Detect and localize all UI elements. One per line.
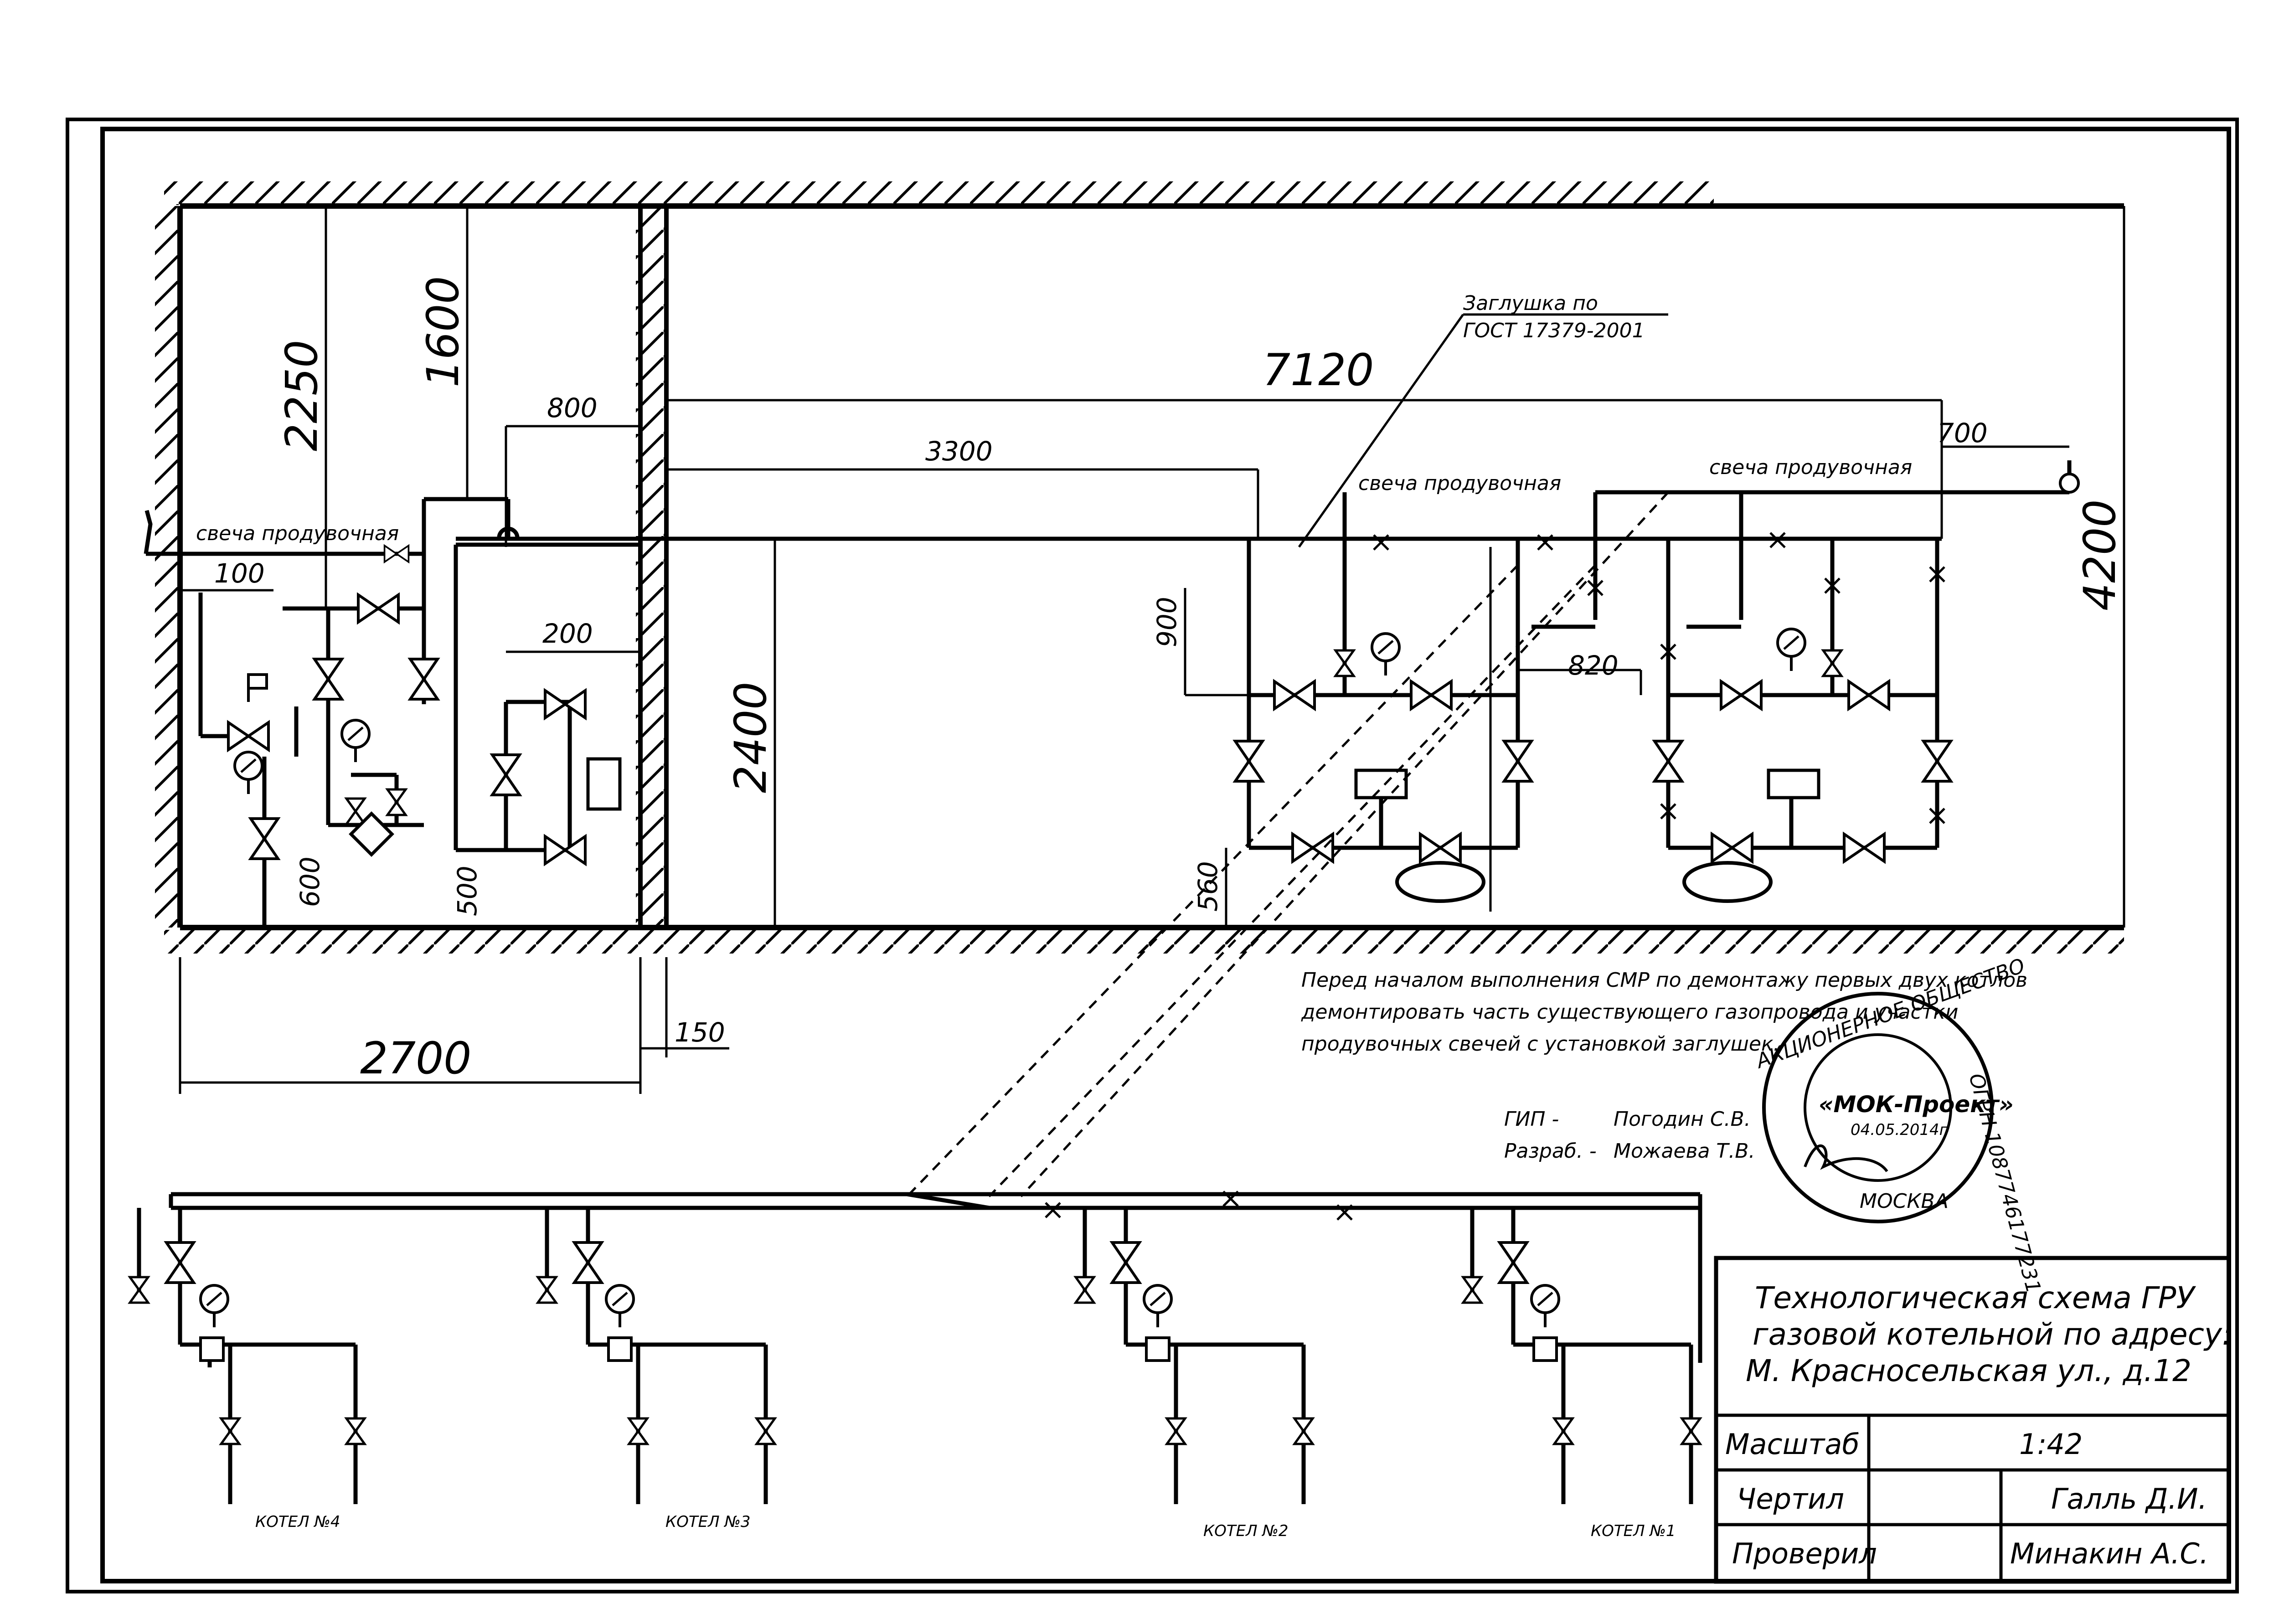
dim-1600: 1600 bbox=[418, 276, 469, 387]
dev-role: Разраб. - bbox=[1504, 1139, 1597, 1163]
tb-title-1: Технологическая схема ГРУ bbox=[1755, 1280, 2196, 1315]
title-block: Технологическая схема ГРУ газовой котель… bbox=[1714, 1256, 2232, 1584]
svg-text:МОСКВА: МОСКВА bbox=[1860, 1190, 1949, 1213]
dashed-connection-lines bbox=[906, 491, 1669, 1197]
label-plug-2: ГОСТ 17379-2001 bbox=[1463, 319, 1645, 342]
svg-text:«МОК-Проект»: «МОК-Проект» bbox=[1819, 1091, 2014, 1118]
regulator-membrane-1 bbox=[1395, 861, 1485, 903]
tb-scale-label: Масштаб bbox=[1725, 1428, 1860, 1461]
filter-diamond bbox=[349, 811, 394, 857]
dim-2250: 2250 bbox=[276, 340, 327, 451]
tb-drawn-name: Галль Д.И. bbox=[2051, 1482, 2207, 1516]
label-purge-mid: свеча продувочная bbox=[1358, 472, 1561, 495]
filter-left bbox=[586, 757, 622, 811]
dim-600: 600 bbox=[294, 856, 325, 907]
dim-3300: 3300 bbox=[925, 436, 993, 467]
walls bbox=[155, 181, 2124, 954]
regulator-membrane-2 bbox=[1682, 861, 1773, 903]
note-line-2: демонтировать часть существующего газопр… bbox=[1301, 1000, 1959, 1024]
label-purge-right: свеча продувочная bbox=[1709, 456, 1912, 479]
boiler-label-2: КОТЕЛ №2 bbox=[1203, 1522, 1289, 1540]
tb-checked-label: Проверил bbox=[1732, 1537, 1877, 1570]
boiler-label-4: КОТЕЛ №4 bbox=[255, 1513, 340, 1531]
dim-800: 800 bbox=[547, 392, 598, 423]
label-purge-left: свеча продувочная bbox=[196, 522, 399, 545]
tb-title-3: М. Красносельская ул., д.12 bbox=[1746, 1353, 2191, 1388]
label-plug-1: Заглушка по bbox=[1463, 292, 1598, 315]
gip-role: ГИП - bbox=[1504, 1108, 1559, 1131]
boiler-manifold bbox=[137, 1192, 1702, 1504]
dim-200: 200 bbox=[542, 618, 593, 649]
inner-frame bbox=[100, 127, 2231, 1583]
tb-drawn-label: Чертил bbox=[1737, 1482, 1844, 1516]
dim-2400: 2400 bbox=[725, 682, 776, 793]
note-line-3: продувочных свечей с установкой заглушек… bbox=[1301, 1032, 1780, 1056]
dim-820: 820 bbox=[1568, 650, 1619, 681]
gip-name: Погодин С.В. bbox=[1614, 1108, 1751, 1131]
svg-text:04.05.2014г: 04.05.2014г bbox=[1851, 1121, 1948, 1139]
note-line-1: Перед началом выполнения СМР по демонтаж… bbox=[1301, 969, 2027, 992]
dim-100: 100 bbox=[214, 558, 265, 589]
dim-900: 900 bbox=[1151, 597, 1182, 647]
dev-name: Можаева Т.В. bbox=[1614, 1139, 1755, 1163]
dim-500: 500 bbox=[452, 866, 483, 916]
boiler-label-3: КОТЕЛ №3 bbox=[665, 1513, 751, 1531]
tb-title-2: газовой котельной по адресу: bbox=[1753, 1317, 2232, 1352]
left-room-pipework bbox=[144, 497, 640, 928]
dim-2700: 2700 bbox=[360, 1033, 471, 1084]
dim-560: 560 bbox=[1192, 861, 1223, 912]
dimension-lines bbox=[179, 206, 2125, 1094]
boiler-fittings bbox=[130, 1191, 1700, 1444]
dim-700: 700 bbox=[1937, 418, 1988, 449]
tb-checked-name: Минакин А.С. bbox=[2010, 1537, 2208, 1570]
dim-7120: 7120 bbox=[1263, 345, 1374, 396]
dim-150: 150 bbox=[675, 1017, 725, 1048]
boiler-label-1: КОТЕЛ №1 bbox=[1591, 1522, 1676, 1540]
tb-scale-value: 1:42 bbox=[2019, 1428, 2083, 1461]
dim-4200: 4200 bbox=[2074, 500, 2125, 611]
outer-frame bbox=[66, 118, 2239, 1593]
